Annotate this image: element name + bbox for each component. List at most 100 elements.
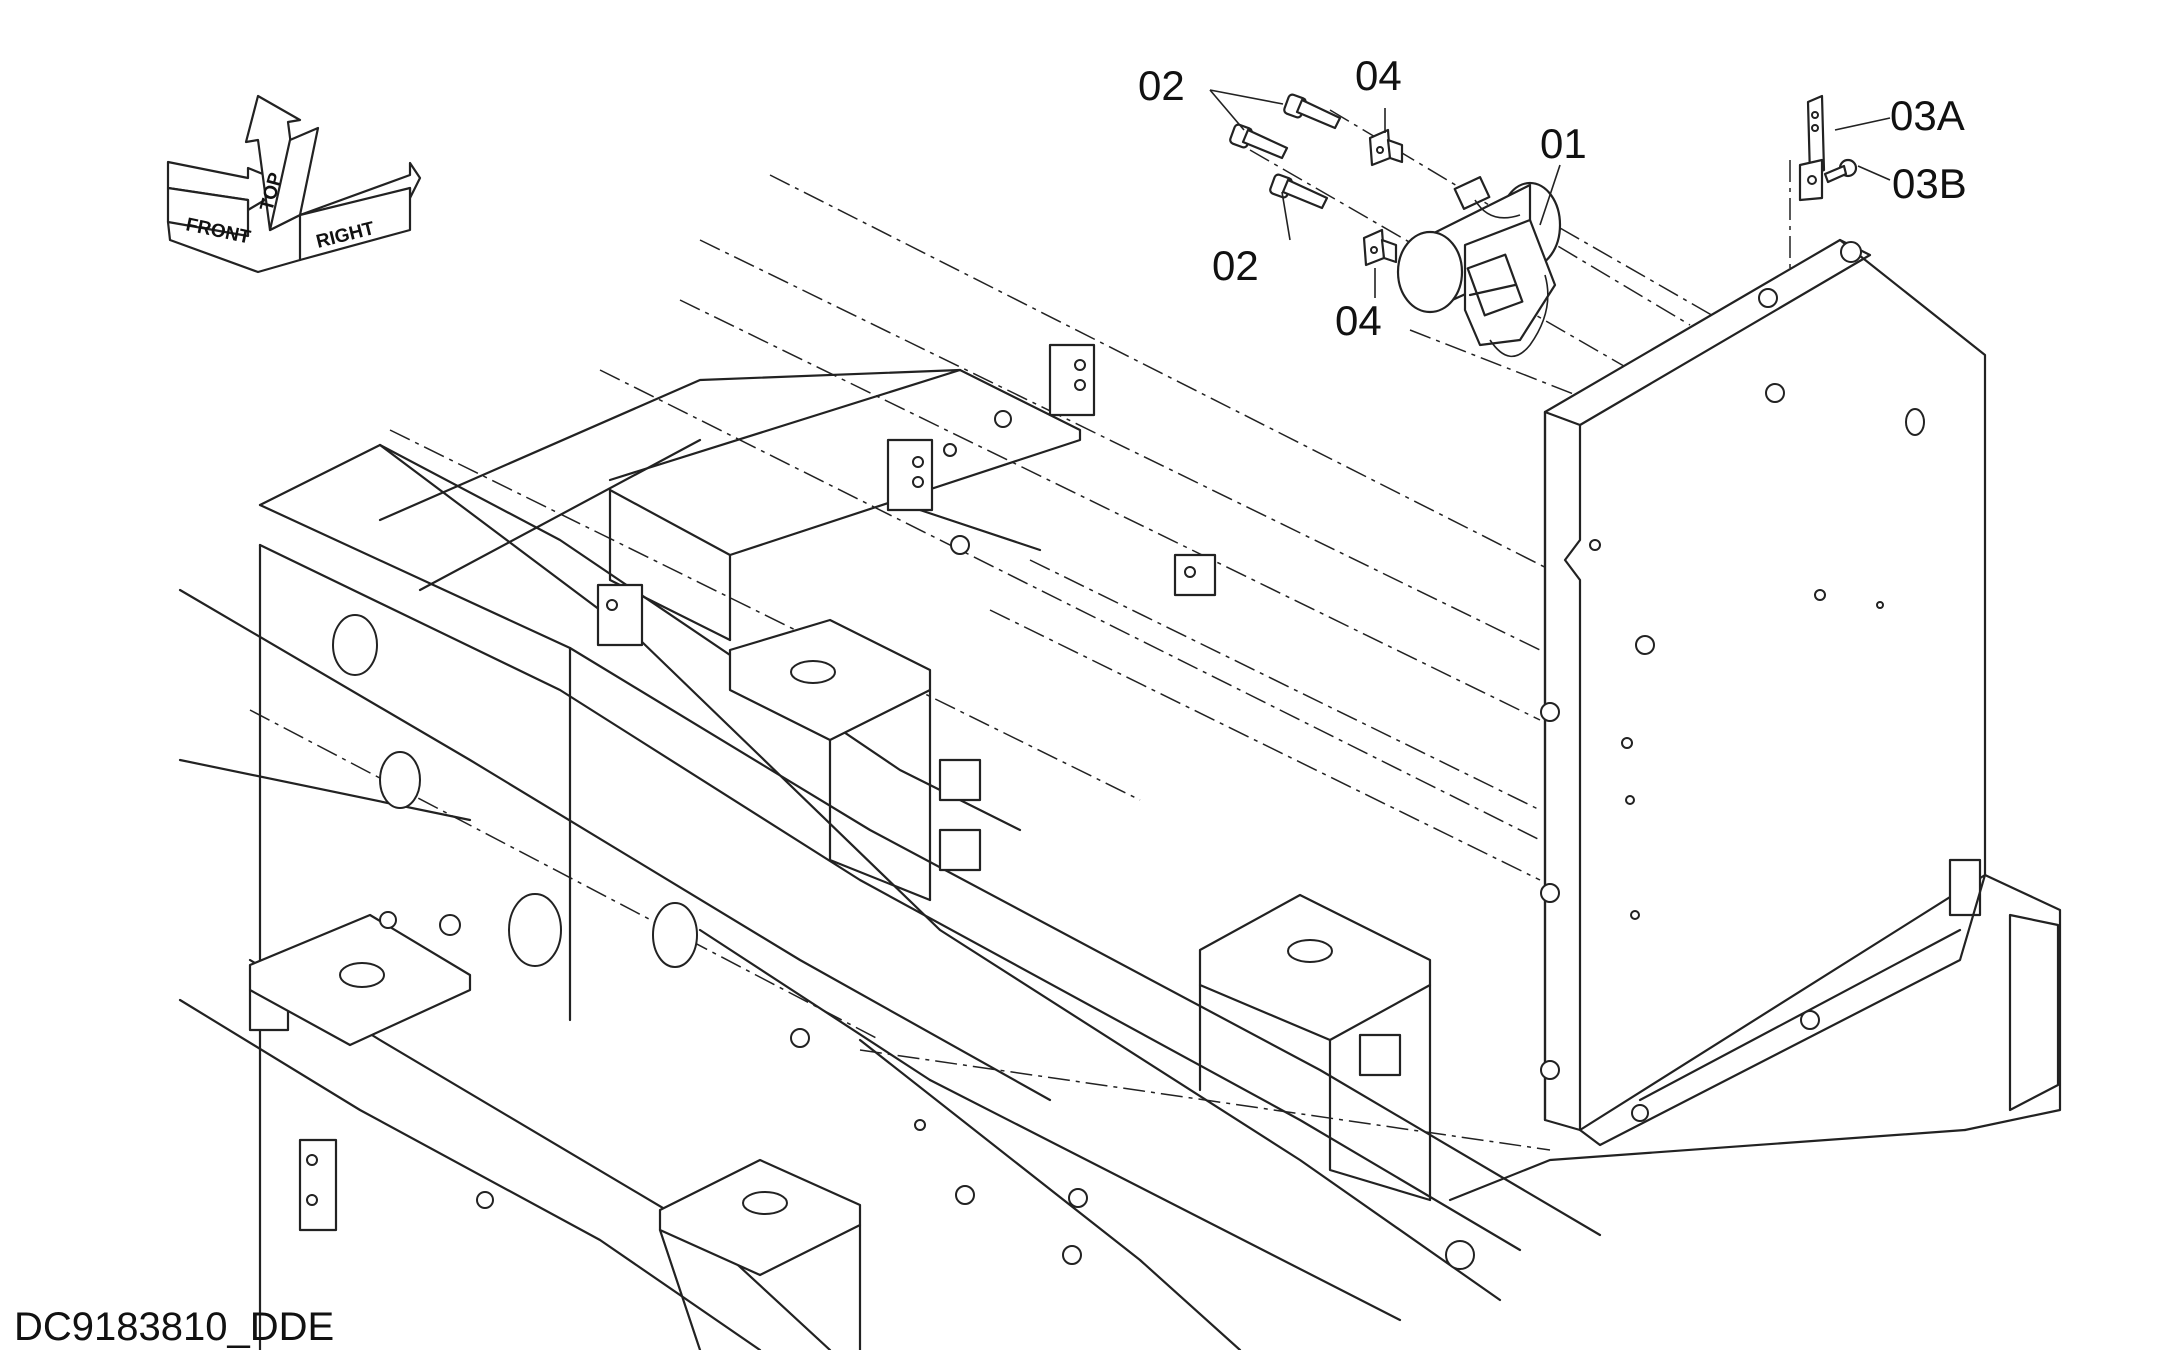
- mount-blocks: [248, 618, 1432, 1352]
- bolt-hole: [994, 410, 1012, 428]
- bolt-hole: [379, 911, 397, 929]
- channel-edge: [1638, 928, 1962, 1102]
- panel-bolt: [1540, 1060, 1560, 1080]
- centerline: [989, 609, 1541, 881]
- centerline: [249, 709, 881, 1041]
- parts-04-clips: [1362, 108, 1404, 298]
- bolt-hole: [914, 1119, 926, 1131]
- bolt-hole: [950, 535, 970, 555]
- mounting-panel: [1540, 238, 1987, 1132]
- rail-side: [608, 488, 732, 642]
- channel-opening: [2008, 913, 2060, 1112]
- mount-hole: [1287, 939, 1333, 963]
- clip-04: [1362, 228, 1398, 267]
- bolt-hole: [1184, 566, 1196, 578]
- mount-hole: [339, 962, 385, 988]
- bolt-hole: [943, 443, 957, 457]
- bolt-hole: [955, 1185, 975, 1205]
- leader-line: [1857, 165, 1891, 181]
- channel-edge: [1578, 873, 1987, 1147]
- rail-brackets: [248, 343, 1402, 1232]
- beam-edge: [258, 543, 1522, 1252]
- beam-edge: [858, 1038, 1242, 1352]
- orientation-compass: FRONT TOP RIGHT: [166, 94, 422, 274]
- clip-bracket: [938, 828, 982, 872]
- panel-bolt: [1758, 288, 1778, 308]
- bolt-hole: [1074, 359, 1086, 371]
- drawing-code: DC9183810_DDE: [14, 1305, 334, 1349]
- part-labels: 02 04 01 02 04 03A 03B: [1138, 52, 1967, 344]
- mount-block-top: [658, 1158, 862, 1277]
- bolt-hole: [439, 914, 461, 936]
- beam-edge: [258, 443, 382, 507]
- compass-base: [166, 220, 302, 274]
- centerline: [389, 429, 1141, 801]
- bolt-hole: [306, 1154, 318, 1166]
- actuator-wire: [1489, 274, 1549, 358]
- channel-edge: [1448, 1128, 1967, 1202]
- centerline: [679, 299, 1541, 721]
- panel-hole: [1876, 601, 1884, 609]
- label-03b: 03B: [1892, 160, 1967, 207]
- beam-edge: [178, 758, 472, 822]
- channel-edge: [1963, 873, 2062, 1132]
- rail-top: [608, 368, 1082, 557]
- beam-edge: [178, 998, 762, 1352]
- centerline: [769, 174, 1591, 591]
- bolt-hole: [912, 456, 924, 468]
- mount-block-side: [828, 738, 932, 902]
- bolt-02: [1229, 123, 1289, 160]
- rail-edge: [378, 368, 962, 522]
- centerline: [1029, 559, 1541, 811]
- actuator-plug: [1453, 176, 1491, 210]
- beam-edge: [928, 1078, 1402, 1322]
- panel-hole: [1814, 589, 1826, 601]
- beam-edge: [698, 928, 932, 1082]
- bolt-hole: [790, 1028, 810, 1048]
- main-frame-beam: [178, 443, 1602, 1352]
- label-01: 01: [1540, 120, 1587, 167]
- bolt-hole: [1062, 1245, 1082, 1265]
- panel-hole: [1630, 910, 1640, 920]
- panel-bolt: [1540, 702, 1560, 722]
- leader-line: [1834, 117, 1891, 131]
- bolt-hole: [1074, 379, 1086, 391]
- frame-hole: [332, 614, 378, 676]
- compass-front-face: [166, 186, 250, 238]
- clip-bracket: [886, 438, 934, 512]
- component-01-actuator: [1396, 176, 1562, 358]
- bolt-hole: [912, 476, 924, 488]
- rail-edge: [918, 508, 1042, 552]
- compass-top-face: [268, 126, 320, 232]
- actuator-shaft: [1468, 283, 1517, 297]
- leader-line: [1209, 89, 1284, 105]
- clip-bracket: [938, 758, 982, 802]
- label-04-lower: 04: [1335, 297, 1382, 344]
- label-02-upper: 02: [1138, 62, 1185, 109]
- bolt-hole: [1445, 1240, 1475, 1270]
- mount-block-top: [1198, 893, 1432, 1042]
- bolt-hole: [1631, 1104, 1649, 1122]
- panel-hole: [1589, 539, 1601, 551]
- leader-line: [1281, 191, 1291, 241]
- beam-edge: [178, 588, 1052, 1102]
- bolt-02: [1269, 173, 1329, 210]
- frame-hole: [379, 751, 421, 809]
- left-rail: [378, 368, 1082, 642]
- clip-bracket: [1358, 1033, 1402, 1077]
- parts-02-bolts: [1209, 89, 1342, 241]
- panel-hole: [1625, 795, 1635, 805]
- mount-hole: [742, 1191, 788, 1215]
- panel-bolt: [1765, 383, 1785, 403]
- panel-face: [1543, 238, 1987, 1132]
- label-02-lower: 02: [1212, 242, 1259, 289]
- label-03a: 03A: [1890, 92, 1965, 139]
- clip-bracket: [596, 583, 644, 647]
- label-04-upper: 04: [1355, 52, 1402, 99]
- bolt-hole: [1800, 1010, 1820, 1030]
- part-03b-screw: [1823, 158, 1891, 184]
- actuator-body-front: [1396, 230, 1464, 314]
- clip-bracket: [298, 1138, 338, 1232]
- panel-bolt: [1840, 241, 1862, 263]
